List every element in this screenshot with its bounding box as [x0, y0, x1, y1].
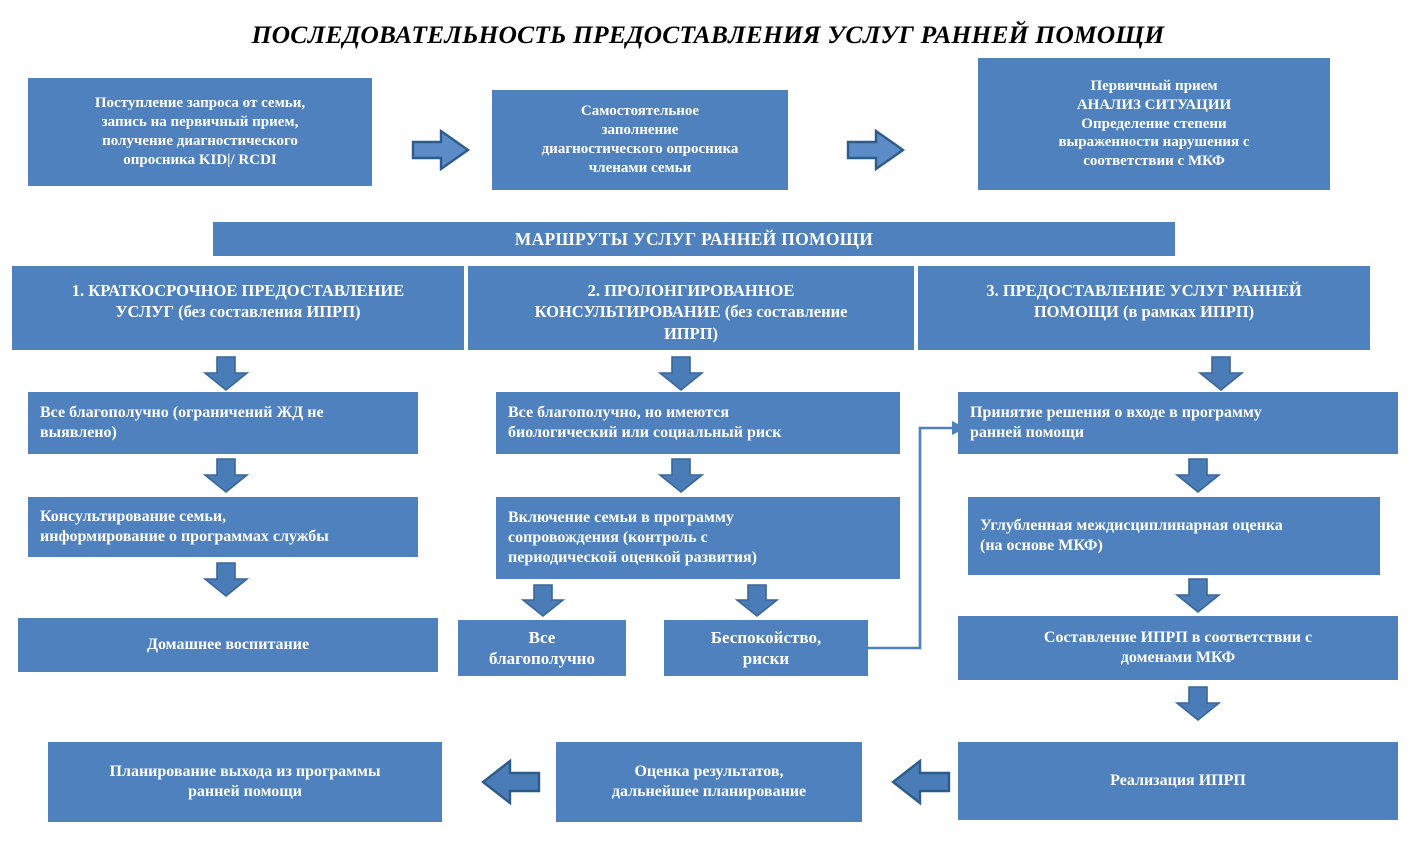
- route2-step1-line-1: Все благополучно, но имеются: [508, 403, 730, 421]
- route1-step1-line-2: выявлено): [40, 424, 117, 441]
- box-selffill-line-4: членами семьи: [588, 159, 692, 176]
- box-primary-line-4: выраженности нарушения с: [1058, 134, 1250, 151]
- box-primary-line-3: Определение степени: [1081, 115, 1227, 132]
- left-arrow-icon: [480, 758, 542, 806]
- route-2-header-line-2: КОНСУЛЬТИРОВАНИЕ (без составление: [534, 302, 848, 322]
- box-route3-step-2: Углубленная междисциплинарная оценка (на…: [968, 497, 1380, 575]
- down-arrow-icon: [1174, 458, 1222, 494]
- route3-step1-line-2: ранней помощи: [970, 424, 1084, 441]
- route1-step2-line-1: Консультирование семьи,: [40, 507, 227, 525]
- route-3-header-line-2: ПОМОЩИ (в рамках ИПРП): [1033, 302, 1255, 322]
- elbow-connector-risk-to-decision: [864, 418, 968, 658]
- box-primary-reception: Первичный прием АНАЛИЗ СИТУАЦИИ Определе…: [978, 58, 1330, 190]
- route1-step1-line-1: Все благополучно (ограничений ЖД не: [40, 403, 324, 421]
- left-arrow-icon: [890, 758, 952, 806]
- route2-outcome-ok-line-1: Все: [528, 627, 556, 647]
- down-arrow-icon: [520, 584, 566, 618]
- route1-step3-line-1: Домашнее воспитание: [146, 635, 310, 653]
- box-route2-outcome-ok: Все благополучно: [458, 620, 626, 676]
- route2-outcome-risk-line-2: риски: [742, 649, 790, 668]
- down-arrow-icon: [202, 356, 250, 392]
- route3-step4-line-1: Реализация ИПРП: [1110, 771, 1246, 789]
- box-exit-planning: Планирование выхода из программы ранней …: [48, 742, 442, 822]
- route2-outcome-ok-line-2: благополучно: [489, 649, 595, 668]
- box-route1-step-1: Все благополучно (ограничений ЖД не выяв…: [28, 392, 418, 454]
- route-1-header-line-2: УСЛУГ (без составления ИПРП): [115, 302, 361, 322]
- box-request-line-1: Поступление запроса от семьи,: [94, 95, 306, 112]
- box-route2-step-1: Все благополучно, но имеются биологическ…: [496, 392, 900, 454]
- route2-step2-line-3: периодической оценкой развития): [508, 549, 757, 567]
- box-results-evaluation: Оценка результатов, дальнейшее планирова…: [556, 742, 862, 822]
- routes-banner: МАРШРУТЫ УСЛУГ РАННЕЙ ПОМОЩИ: [213, 222, 1175, 256]
- box-exit-line-2: ранней помощи: [188, 783, 302, 800]
- route-header-3: 3. ПРЕДОСТАВЛЕНИЕ УСЛУГ РАННЕЙ ПОМОЩИ (в…: [918, 266, 1370, 350]
- box-eval-line-2: дальнейшее планирование: [611, 783, 807, 800]
- route-3-header-line-1: 3. ПРЕДОСТАВЛЕНИЕ УСЛУГ РАННЕЙ: [986, 281, 1302, 300]
- down-arrow-icon: [657, 356, 705, 392]
- route1-step2-line-2: информирование о программах службы: [40, 528, 329, 545]
- route-2-header-line-3: ИПРП): [663, 323, 719, 343]
- route2-step1-line-2: биологический или социальный риск: [508, 424, 782, 441]
- box-exit-line-1: Планирование выхода из программы: [109, 762, 381, 780]
- box-selffill-line-1: Самостоятельное: [580, 103, 700, 120]
- route3-step1-line-1: Принятие решения о входе в программу: [970, 403, 1262, 421]
- route-1-header-line-1: 1. КРАТКОСРОЧНОЕ ПРЕДОСТАВЛЕНИЕ: [71, 281, 405, 300]
- route3-step2-line-2: (на основе МКФ): [980, 537, 1103, 554]
- box-route1-step-2: Консультирование семьи, информирование о…: [28, 497, 418, 557]
- route-2-header-line-1: 2. ПРОЛОНГИРОВАННОЕ: [587, 281, 795, 300]
- box-primary-line-5: соответствии с МКФ: [1083, 153, 1225, 170]
- box-route1-step-3: Домашнее воспитание: [18, 618, 438, 672]
- down-arrow-icon: [202, 562, 250, 598]
- route2-step2-line-1: Включение семьи в программу: [508, 508, 734, 526]
- down-arrow-icon: [734, 584, 780, 618]
- right-arrow-icon: [411, 128, 471, 172]
- box-request-line-4: опросника KID|/ RCDI: [123, 151, 277, 168]
- route2-outcome-risk-line-1: Беспокойство,: [710, 627, 822, 647]
- box-selffill-line-2: заполнение: [601, 122, 679, 139]
- box-route2-outcome-risk: Беспокойство, риски: [664, 620, 868, 676]
- box-eval-line-1: Оценка результатов,: [634, 762, 784, 780]
- right-arrow-icon: [846, 128, 906, 172]
- box-self-fill-questionnaire: Самостоятельное заполнение диагностическ…: [492, 90, 788, 190]
- box-route2-step-2: Включение семьи в программу сопровождени…: [496, 497, 900, 579]
- down-arrow-icon: [202, 458, 250, 494]
- box-request-line-2: запись на первичный прием,: [101, 114, 299, 131]
- box-request-line-3: получение диагностического: [102, 133, 298, 149]
- box-route3-step-3: Составление ИПРП в соответствии с домена…: [958, 616, 1398, 680]
- route3-step3-line-1: Составление ИПРП в соответствии с: [1043, 628, 1313, 646]
- box-route3-step-1: Принятие решения о входе в программу ран…: [958, 392, 1398, 454]
- box-request-intake: Поступление запроса от семьи, запись на …: [28, 78, 372, 186]
- route2-step2-line-2: сопровождения (контроль с: [508, 528, 708, 546]
- box-selffill-line-3: диагностического опросника: [541, 141, 739, 157]
- down-arrow-icon: [1174, 686, 1222, 722]
- box-primary-line-1: Первичный прием: [1090, 77, 1218, 94]
- down-arrow-icon: [657, 458, 705, 494]
- down-arrow-icon: [1197, 356, 1245, 392]
- box-route3-step-4: Реализация ИПРП: [958, 742, 1398, 820]
- route-header-1: 1. КРАТКОСРОЧНОЕ ПРЕДОСТАВЛЕНИЕ УСЛУГ (б…: [12, 266, 464, 350]
- route3-step2-line-1: Углубленная междисциплинарная оценка: [980, 516, 1283, 534]
- route-header-2: 2. ПРОЛОНГИРОВАННОЕ КОНСУЛЬТИРОВАНИЕ (бе…: [468, 266, 914, 350]
- box-primary-line-2: АНАЛИЗ СИТУАЦИИ: [1076, 96, 1232, 113]
- page-title: ПОСЛЕДОВАТЕЛЬНОСТЬ ПРЕДОСТАВЛЕНИЯ УСЛУГ …: [251, 20, 1165, 49]
- route3-step3-line-2: доменами МКФ: [1120, 649, 1236, 666]
- down-arrow-icon: [1174, 578, 1222, 614]
